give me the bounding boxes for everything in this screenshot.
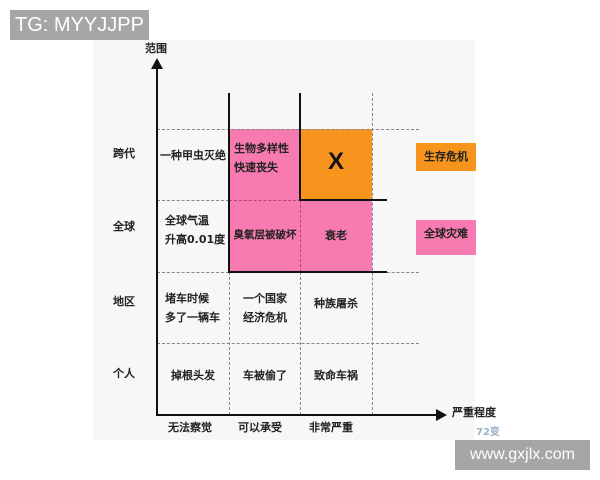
gridline-row1b	[229, 200, 301, 201]
row-label-cross-generational: 跨代	[113, 147, 135, 160]
cell-beetle-extinction: 一种甲虫灭绝	[160, 149, 226, 162]
gridline-row3	[157, 343, 419, 344]
y-axis-arrow-icon	[151, 58, 163, 69]
column-label-endurable: 可以承受	[238, 421, 282, 434]
orange-region-bottom-border	[299, 199, 387, 201]
pink-region-bottom-border	[228, 271, 387, 273]
column-divider-2-pink	[300, 200, 301, 272]
gridline-row2b	[372, 272, 419, 273]
column-divider-2-top	[299, 93, 301, 201]
gridline-top	[157, 129, 419, 130]
column-label-imperceptible: 无法察觉	[168, 421, 212, 434]
legend-global-catastrophe: 全球灾难	[416, 220, 476, 255]
column-divider-1-bottom	[229, 272, 230, 415]
cell-global-warming: 全球气温升高0.01度	[165, 214, 226, 246]
column-divider-3	[372, 93, 373, 415]
cell-genocide: 种族屠杀	[314, 297, 358, 310]
cell-biodiversity-loss: 生物多样性快速丧失	[234, 142, 289, 174]
cell-fatal-crash: 致命车祸	[314, 369, 358, 382]
cell-x-marker: X	[327, 148, 344, 175]
watermark-top-left: TG: MYYJJPP	[10, 10, 149, 40]
gridline-row1	[157, 200, 229, 201]
cell-traffic-jam: 堵车时候多了一辆车	[165, 292, 220, 324]
row-label-personal: 个人	[113, 367, 135, 380]
cell-lose-hair: 掉根头发	[171, 369, 215, 382]
y-axis	[156, 66, 158, 416]
row-label-regional: 地区	[113, 295, 135, 308]
x-axis-label: 严重程度	[452, 406, 496, 419]
watermark-bottom-right: www.gxjlx.com	[455, 440, 590, 470]
orange-region-x	[300, 129, 372, 200]
x-axis	[156, 414, 438, 416]
legend-existential-risk: 生存危机	[416, 143, 476, 171]
y-axis-label: 范围	[145, 42, 167, 55]
column-divider-1-top	[228, 93, 230, 273]
cell-car-stolen: 车被偷了	[243, 369, 287, 382]
column-label-terminal: 非常严重	[309, 421, 353, 434]
x-axis-arrow-icon	[436, 409, 447, 421]
gridline-row2	[157, 272, 229, 273]
cell-economic-crisis: 一个国家经济危机	[243, 292, 287, 324]
cell-ozone-depletion: 臭氧层被破坏	[233, 229, 297, 241]
column-divider-2-bottom	[300, 272, 301, 415]
row-label-global: 全球	[113, 220, 135, 233]
logo-72bian: 72变	[476, 427, 500, 438]
cell-aging: 衰老	[325, 229, 347, 242]
